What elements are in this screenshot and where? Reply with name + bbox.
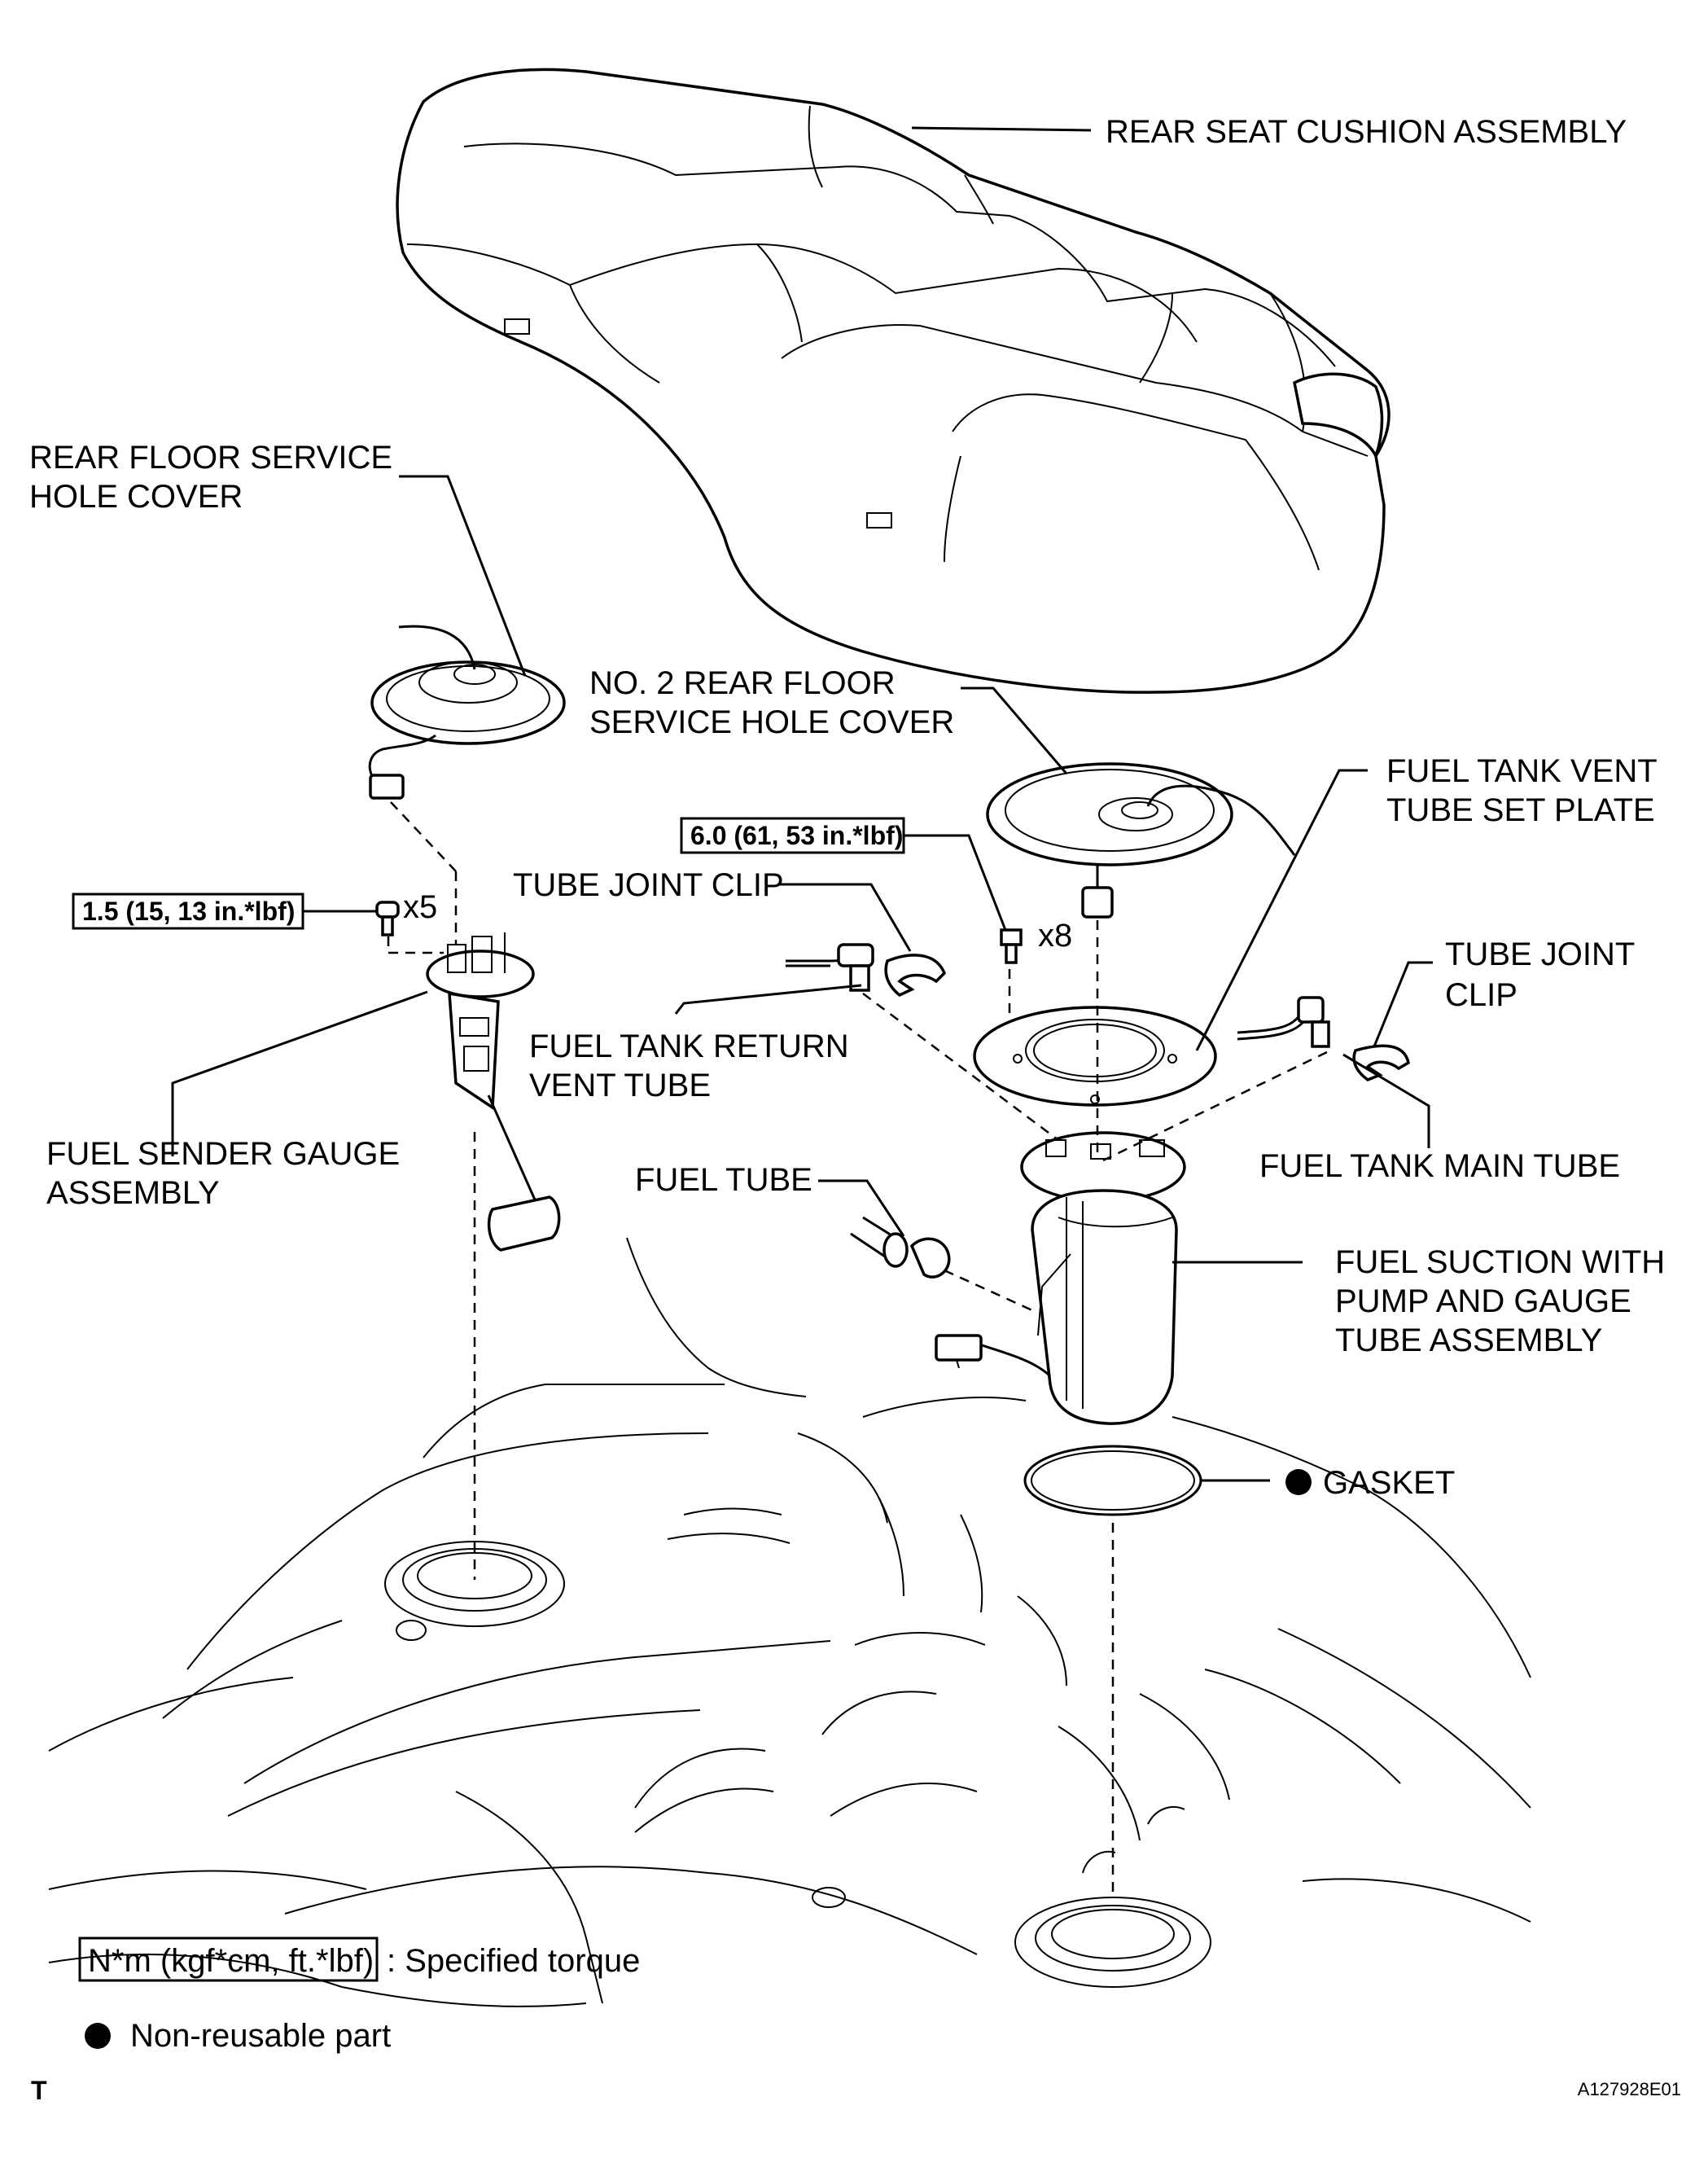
legend-non-reusable-text: Non-reusable part [130,2018,391,2054]
fuel-tank-main-tube-illustration [1237,996,1330,1048]
fuel-tank-main-tube-label: FUEL TANK MAIN TUBE [1259,1148,1620,1184]
torque-left-value: 1.5 (15, 13 in.*lbf) [82,897,295,926]
fuel-tube-label: FUEL TUBE [635,1162,812,1198]
legend-non-reusable-icon [85,2023,111,2049]
rear-seat-cushion-illustration [396,68,1390,694]
figure-id: A127928E01 [1578,2079,1681,2099]
fuel-tank-return-vent-tube-illustration [786,943,874,992]
bolt-icon [1000,928,1023,964]
fuel-tube-illustration [850,1216,951,1279]
torque-left-quantity: x5 [403,889,437,925]
fuel-tank-vent-tube-set-plate-label-line2: TUBE SET PLATE [1386,792,1655,828]
tube-joint-clip-right-label-line1: TUBE JOINT [1445,936,1635,972]
fuel-sender-gauge-label-line2: ASSEMBLY [46,1175,220,1211]
floor-pump-opening [1014,1897,1211,1988]
floor-sender-gauge-opening [384,1541,565,1627]
no2-rear-floor-service-hole-cover-illustration [986,762,1296,919]
no2-rear-floor-service-hole-cover-label-line1: NO. 2 REAR FLOOR [589,665,896,701]
tube-joint-clip-left-illustration [884,954,947,998]
tube-joint-clip-right-label-line2: CLIP [1445,977,1517,1013]
fuel-tank-vent-tube-set-plate-label-line1: FUEL TANK VENT [1386,753,1658,789]
tube-joint-clip-right-illustration [1352,1044,1410,1081]
legend-torque-box [78,1936,379,1982]
torque-right-value: 6.0 (61, 53 in.*lbf) [690,821,903,850]
rear-floor-service-hole-cover-illustration [368,625,566,800]
screw-icon [375,901,400,936]
gasket-illustration [1023,1445,1202,1516]
assembly-guide-lines [387,801,1328,1897]
fuel-sender-gauge-label-line1: FUEL SENDER GAUGE [46,1136,400,1172]
legend-torque-unit: N*m (kgf*cm, ft.*lbf) [88,1943,374,1979]
fuel-suction-pump-assembly-illustration [935,1131,1186,1425]
legend-torque-description: : Specified torque [387,1943,640,1979]
fuel-tank-return-vent-tube-label-line2: VENT TUBE [529,1068,711,1103]
torque-right-quantity: x8 [1038,918,1072,954]
tube-joint-clip-left-label: TUBE JOINT CLIP [513,867,784,903]
non-reusable-mark-icon [1285,1469,1312,1495]
no2-rear-floor-service-hole-cover-label-line2: SERVICE HOLE COVER [589,704,954,740]
fuel-suction-pump-label-line2: PUMP AND GAUGE [1335,1283,1631,1319]
fuel-tank-return-vent-tube-label-line1: FUEL TANK RETURN [529,1029,849,1064]
gasket-label: GASKET [1323,1465,1455,1501]
rear-floor-service-hole-cover-label-line2: HOLE COVER [29,479,243,515]
rear-seat-cushion-label: REAR SEAT CUSHION ASSEMBLY [1106,114,1627,150]
vehicle-floor-pan-illustration [48,1237,1531,2007]
fuel-sender-gauge-illustration [426,932,561,1252]
rear-floor-service-hole-cover-label-line1: REAR FLOOR SERVICE [29,440,392,476]
fuel-suction-pump-label-line1: FUEL SUCTION WITH [1335,1244,1665,1280]
footer-left-mark: T [31,2076,47,2105]
fuel-tank-vent-tube-set-plate-illustration [973,1006,1217,1107]
fuel-suction-pump-label-line3: TUBE ASSEMBLY [1335,1322,1602,1358]
